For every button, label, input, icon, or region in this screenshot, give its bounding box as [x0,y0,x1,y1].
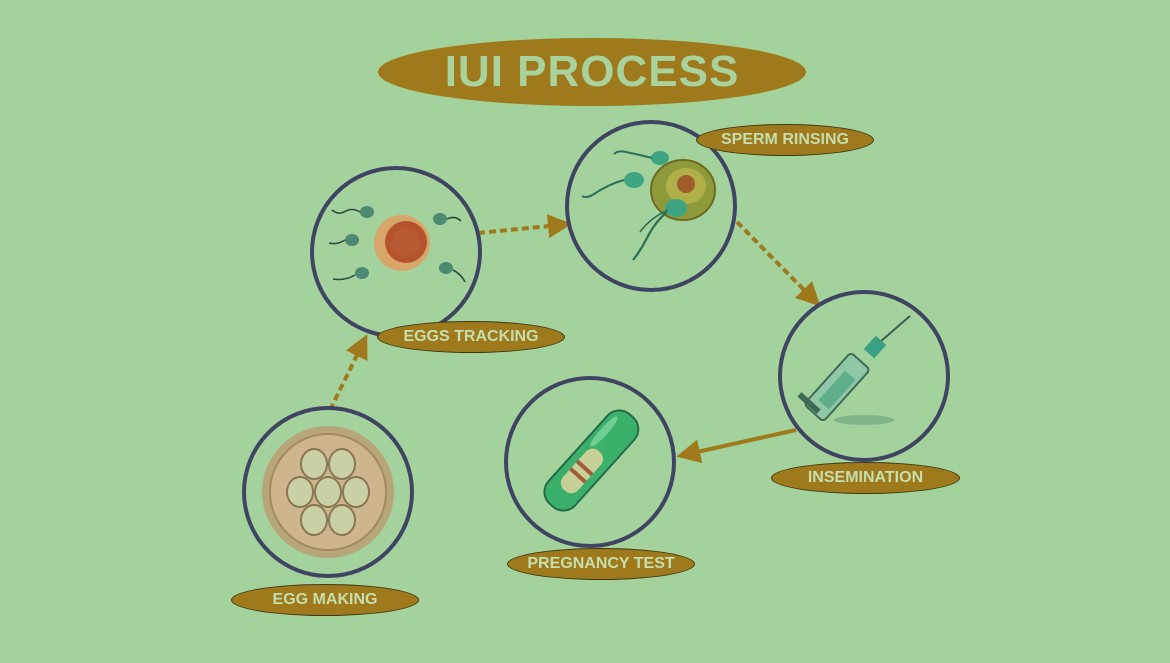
page-title: IUI PROCESS [444,47,740,96]
arrow-egg-making-to-eggs-tracking [328,334,368,411]
label-eggs-tracking: EGGS TRACKING [377,321,565,353]
arrow-eggs-tracking-to-sperm-rinsing [477,214,572,239]
label-sperm-rinsing-text: SPERM RINSING [720,131,849,148]
insemination-circle [778,290,950,462]
egg-making-circle [242,406,414,578]
arrow-insemination-to-pregnancy-test [676,428,797,464]
label-sperm-rinsing: SPERM RINSING [696,124,874,156]
label-pregnancy-test-text: PREGNANCY TEST [527,555,675,572]
label-insemination: INSEMINATION [771,462,960,494]
egg-cells-icon [262,426,394,558]
arrow-sperm-rinsing-to-insemination [735,220,821,307]
title-banner: IUI PROCESS [378,38,806,106]
label-egg-making-text: EGG MAKING [272,591,378,608]
egg-with-sperm-icon [328,206,466,283]
pregnancy-test-circle [504,376,676,548]
label-pregnancy-test: PREGNANCY TEST [507,548,695,580]
label-egg-making: EGG MAKING [231,584,419,616]
label-eggs-tracking-text: EGGS TRACKING [403,328,539,345]
pregnancy-test-icon [543,409,640,512]
sperm-rinsing-circle [565,120,737,292]
eggs-tracking-circle [310,166,482,338]
label-insemination-text: INSEMINATION [807,469,924,486]
sperm-cell-icon [581,150,716,261]
syringe-icon [797,315,911,425]
